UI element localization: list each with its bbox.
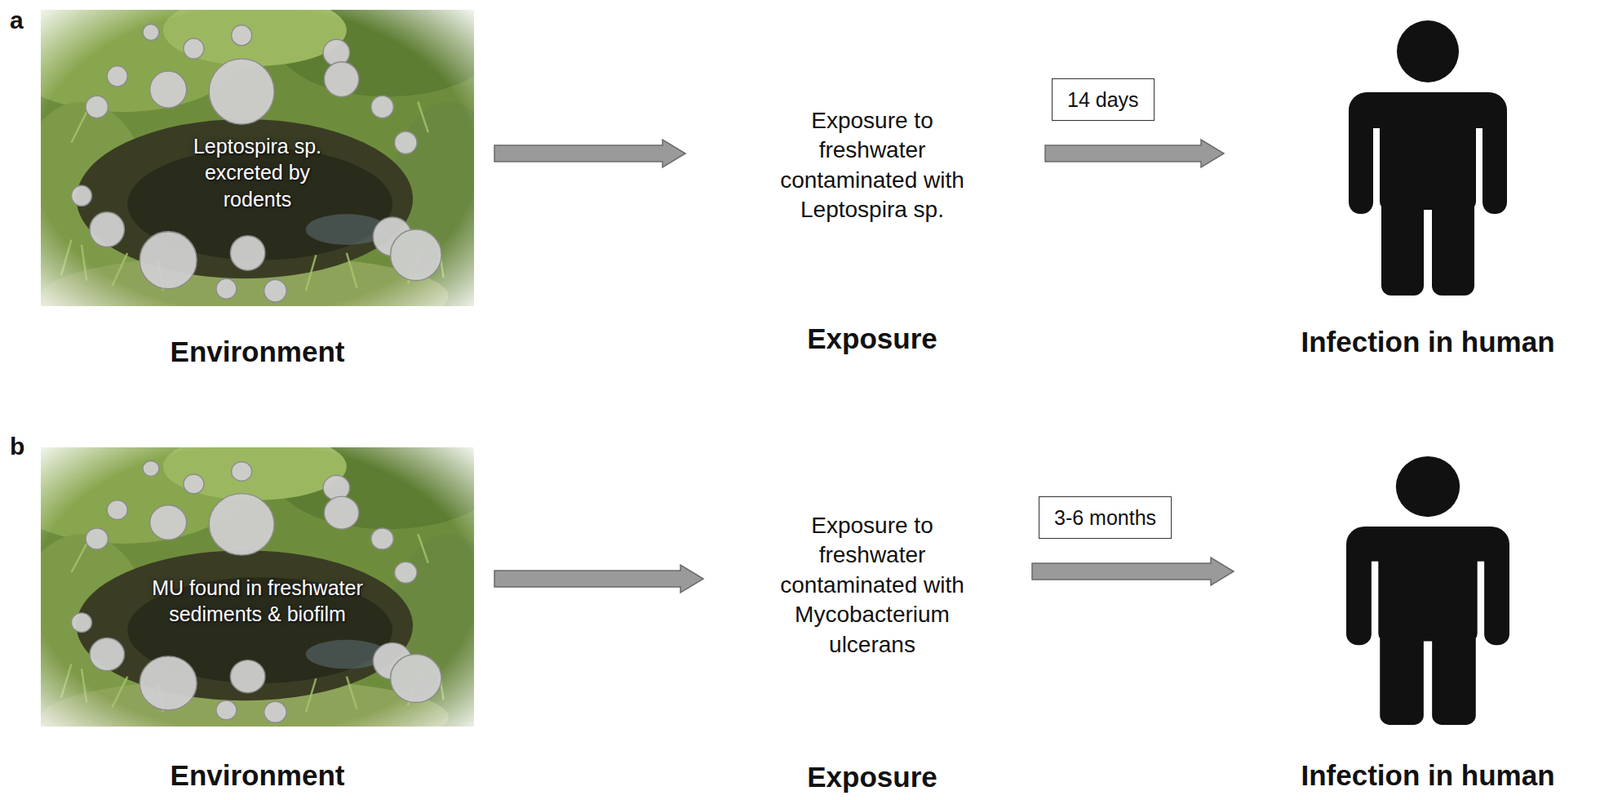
panel-heading: Exposure — [725, 321, 1020, 356]
panel-letter: b — [9, 432, 25, 461]
human-label: Infection in human — [1248, 324, 1600, 360]
block-arrow — [494, 564, 704, 593]
panel-heading: Environment — [8, 757, 507, 793]
exposure-node: Exposure to freshwater contaminated with… — [757, 510, 987, 794]
block-arrow — [494, 139, 686, 168]
panel-letter: a — [9, 6, 24, 35]
panel-heading: Exposure — [725, 759, 1020, 794]
duration-box: 3-6 months — [1038, 496, 1172, 539]
pond-photo — [40, 9, 475, 306]
human-figure — [1348, 20, 1507, 296]
exposure-node: Exposure to freshwater contaminated with… — [757, 106, 987, 356]
panel-heading: Environment — [8, 334, 507, 369]
photo-node: MU found in freshwater sediments & biofi… — [40, 447, 475, 727]
human-label: Infection in human — [1248, 757, 1600, 793]
exposure-text: Exposure to freshwater contaminated with… — [757, 510, 987, 660]
human-figure — [1346, 456, 1510, 725]
photo-caption: Leptospira sp. excreted by rodents — [172, 132, 344, 213]
exposure-text: Exposure to freshwater contaminated with… — [757, 106, 987, 226]
human-node: Infection in human — [1280, 456, 1575, 794]
block-arrow — [1032, 557, 1234, 586]
photo-caption: MU found in freshwater sediments & biofi… — [139, 574, 377, 628]
photo-node: Leptospira sp. excreted by rodentsEnviro… — [40, 9, 475, 306]
duration-box: 14 days — [1051, 78, 1155, 121]
block-arrow — [1045, 139, 1224, 168]
human-node: Infection in human — [1280, 20, 1575, 361]
